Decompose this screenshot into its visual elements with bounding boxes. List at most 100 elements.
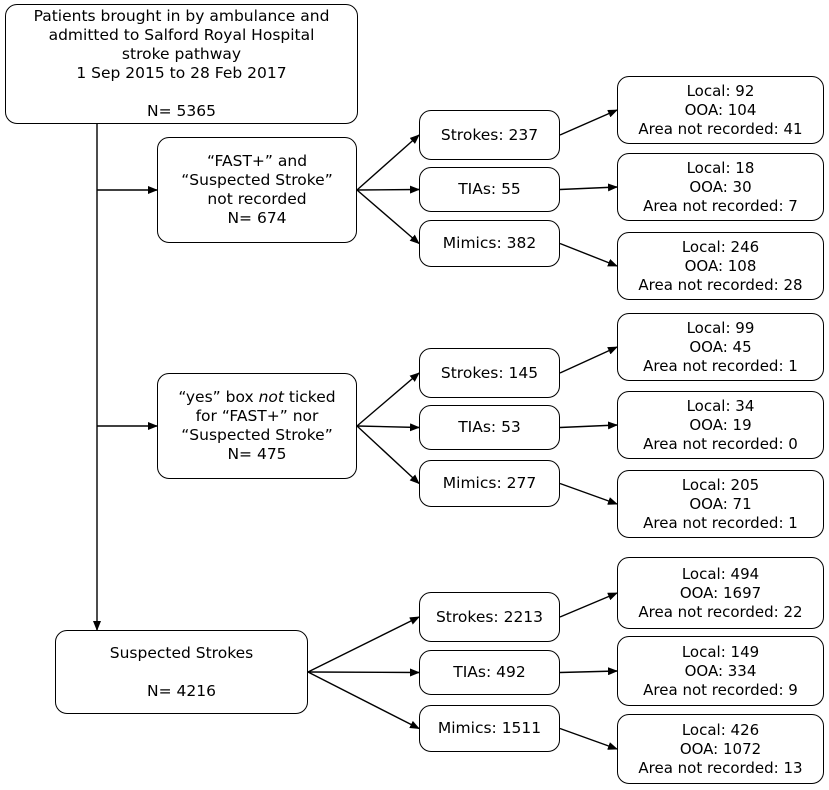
split-arrow-group-not-ticked-mimics	[356, 425, 420, 485]
area-arrow-group-suspected-strokes-strokes	[559, 592, 618, 618]
ooa-count: OOA: 45	[689, 337, 752, 356]
local-count: Local: 34	[686, 396, 755, 415]
text-segment: Suspected Strokes	[109, 643, 254, 662]
ooa-count: OOA: 334	[684, 661, 757, 680]
root-line-3: stroke pathway	[121, 45, 242, 63]
area-arrow-group-not-recorded-mimics	[559, 242, 618, 267]
group-suspected-strokes-tias-box: TIAs: 492	[419, 650, 560, 695]
area-not-recorded-count: Area not recorded: 28	[638, 275, 803, 294]
ooa-count: OOA: 30	[689, 177, 752, 196]
text-segment: “Suspected Stroke”	[181, 426, 333, 444]
root-total: N= 5365	[147, 102, 216, 120]
text-segment: for “FAST+” nor	[195, 407, 319, 425]
strokes-label: Strokes: 237	[440, 125, 539, 144]
local-count: Local: 149	[681, 642, 760, 661]
split-arrow-group-not-recorded-tias	[356, 185, 420, 194]
group-suspected-strokes-line-1: Suspected Strokes	[110, 644, 253, 663]
tias-label: TIAs: 55	[458, 180, 521, 198]
split-arrow-group-suspected-strokes-mimics	[307, 671, 420, 730]
split-arrow-group-not-recorded-strokes	[356, 134, 420, 191]
area-arrow-group-suspected-strokes-tias	[559, 667, 618, 676]
group-not-ticked-line-1: “yes” box not ticked	[178, 388, 335, 407]
local-count: Local: 18	[686, 158, 755, 177]
split-arrow-group-not-ticked-tias	[356, 423, 420, 432]
group-not-recorded-line-2: “Suspected Stroke”	[181, 171, 332, 190]
group-not-recorded-line-3: not recorded	[207, 190, 306, 209]
local-count: Local: 92	[686, 81, 755, 100]
tias-label: TIAs: 492	[453, 663, 526, 681]
text-segment: ticked	[283, 388, 336, 406]
group-not-ticked-total: N= 475	[227, 445, 287, 463]
ooa-count: OOA: 1697	[679, 583, 762, 602]
area-arrow-group-not-ticked-mimics	[559, 482, 618, 505]
group-not-ticked-mimics-box: Mimics: 277	[419, 460, 560, 507]
split-arrow-group-suspected-strokes-tias	[307, 668, 420, 677]
root-line-2: admitted to Salford Royal Hospital	[48, 26, 315, 44]
group-not-ticked-line-2: for “FAST+” nor	[196, 407, 319, 426]
area-arrow-group-not-recorded-tias	[559, 183, 618, 192]
split-arrow-group-suspected-strokes-strokes	[307, 616, 420, 673]
strokes-label: Strokes: 145	[440, 363, 539, 382]
group-suspected-strokes-mimics-box: Mimics: 1511	[419, 705, 560, 752]
split-arrow-group-not-recorded-mimics	[356, 189, 420, 245]
text-segment: “FAST+” and	[206, 152, 308, 170]
area-arrow-group-suspected-strokes-mimics	[559, 727, 618, 750]
group-not-ticked-line-3: “Suspected Stroke”	[181, 426, 332, 445]
area-not-recorded-count: Area not recorded: 1	[643, 356, 798, 375]
local-count: Local: 246	[681, 237, 760, 256]
group-not-recorded-line-1: “FAST+” and	[207, 152, 307, 171]
emphasis-text: not	[258, 388, 284, 406]
area-not-recorded-count: Area not recorded: 13	[638, 758, 803, 777]
ooa-count: OOA: 19	[689, 415, 752, 434]
tias-label: TIAs: 53	[458, 418, 521, 436]
area-arrow-group-not-ticked-tias	[559, 421, 618, 430]
area-not-recorded-count: Area not recorded: 22	[638, 602, 803, 621]
group-suspected-strokes-total: N= 4216	[147, 681, 216, 700]
local-count: Local: 494	[681, 564, 760, 583]
mimics-label: Mimics: 277	[442, 474, 537, 492]
strokes-label: Strokes: 2213	[435, 607, 544, 626]
root-box: Patients brought in by ambulance and adm…	[5, 4, 358, 124]
ooa-count: OOA: 71	[689, 494, 752, 513]
area-not-recorded-count: Area not recorded: 1	[643, 513, 798, 532]
text-segment: “yes” box	[178, 388, 259, 406]
ooa-count: OOA: 1072	[679, 739, 762, 758]
group-not-recorded-tias-box: TIAs: 55	[419, 167, 560, 212]
group-suspected-strokes-strokes-box: Strokes: 2213	[419, 592, 560, 642]
group-suspected-strokes-box: Suspected Strokes N= 4216	[55, 630, 308, 714]
text-segment: not recorded	[207, 190, 307, 208]
area-not-recorded-count: Area not recorded: 9	[643, 680, 798, 699]
split-arrow-group-not-ticked-strokes	[356, 372, 420, 427]
root-line-1: Patients brought in by ambulance and	[33, 7, 330, 25]
root-line-4: 1 Sep 2015 to 28 Feb 2017	[76, 64, 287, 82]
area-arrow-group-not-ticked-strokes	[559, 346, 618, 374]
mimics-label: Mimics: 1511	[437, 719, 542, 737]
area-not-recorded-count: Area not recorded: 0	[643, 434, 798, 453]
group-not-recorded-box: “FAST+” and“Suspected Stroke”not recorde…	[157, 137, 357, 243]
ooa-count: OOA: 104	[684, 100, 757, 119]
mimics-label: Mimics: 382	[442, 234, 537, 252]
group-not-recorded-total: N= 674	[227, 209, 287, 227]
area-arrow-group-not-recorded-strokes	[559, 109, 618, 136]
local-count: Local: 426	[681, 720, 760, 739]
local-count: Local: 205	[681, 475, 760, 494]
area-not-recorded-count: Area not recorded: 41	[638, 119, 803, 138]
group-not-ticked-strokes-box: Strokes: 145	[419, 348, 560, 398]
group-not-recorded-strokes-box: Strokes: 237	[419, 110, 560, 160]
text-segment: “Suspected Stroke”	[181, 171, 333, 189]
ooa-count: OOA: 108	[684, 256, 757, 275]
area-not-recorded-count: Area not recorded: 7	[643, 196, 798, 215]
group-not-recorded-mimics-box: Mimics: 382	[419, 220, 560, 267]
local-count: Local: 99	[686, 318, 755, 337]
